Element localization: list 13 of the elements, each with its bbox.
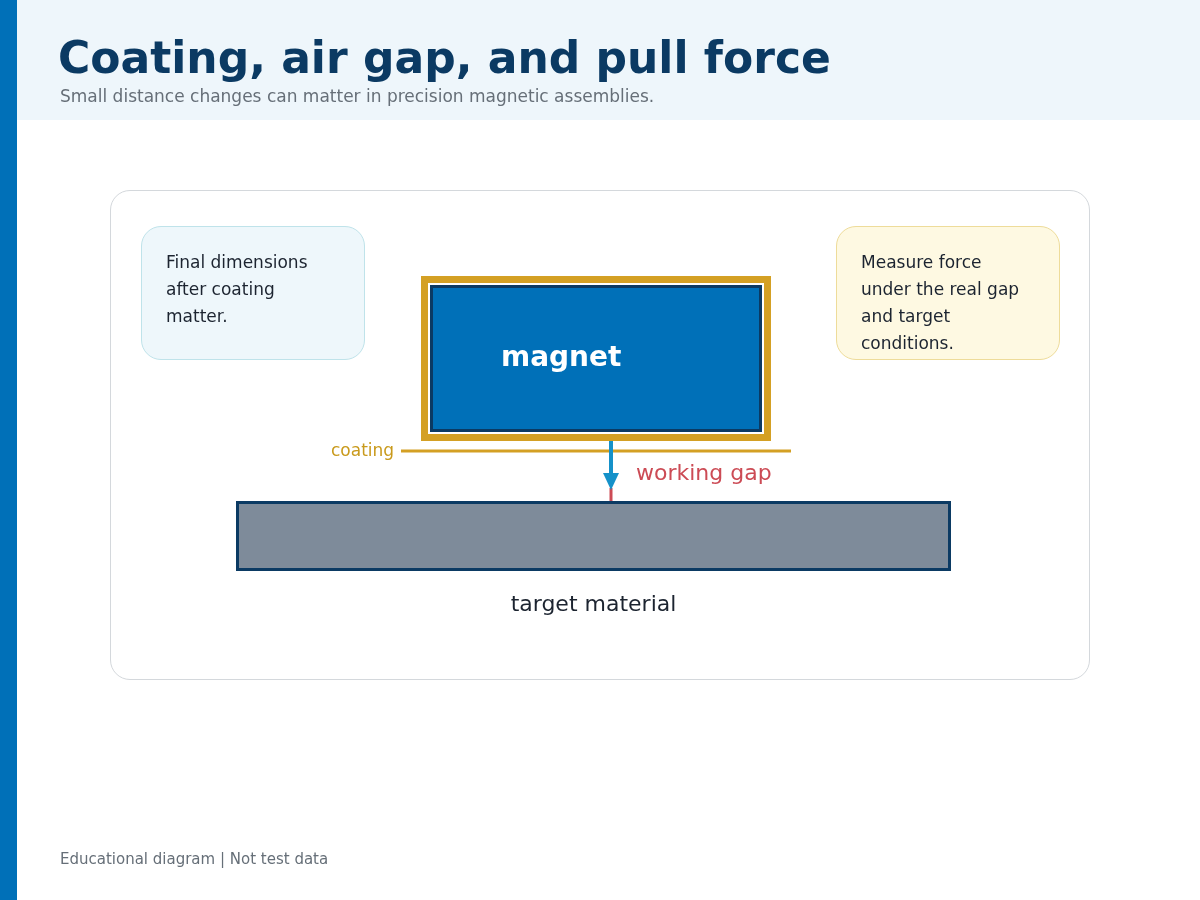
coating-label: coating xyxy=(331,440,395,460)
note-text: Final dimensions after coating matter. xyxy=(166,252,308,326)
magnet-label: magnet xyxy=(501,340,622,373)
footer-note: Educational diagram | Not test data xyxy=(60,850,329,868)
note-card xyxy=(141,226,365,360)
coated-magnet xyxy=(421,276,771,441)
title: Coating, air gap, and pull force xyxy=(58,32,831,83)
subtitle: Small distance changes can matter in precision magnetic assemblies. xyxy=(60,86,655,106)
note-text: Measure force under the real gap and target conditions. xyxy=(861,252,1020,353)
gap-label: working gap xyxy=(636,460,772,485)
diagram-panel xyxy=(110,190,1090,680)
note-card xyxy=(836,226,1060,360)
target-label: target material xyxy=(509,591,678,616)
